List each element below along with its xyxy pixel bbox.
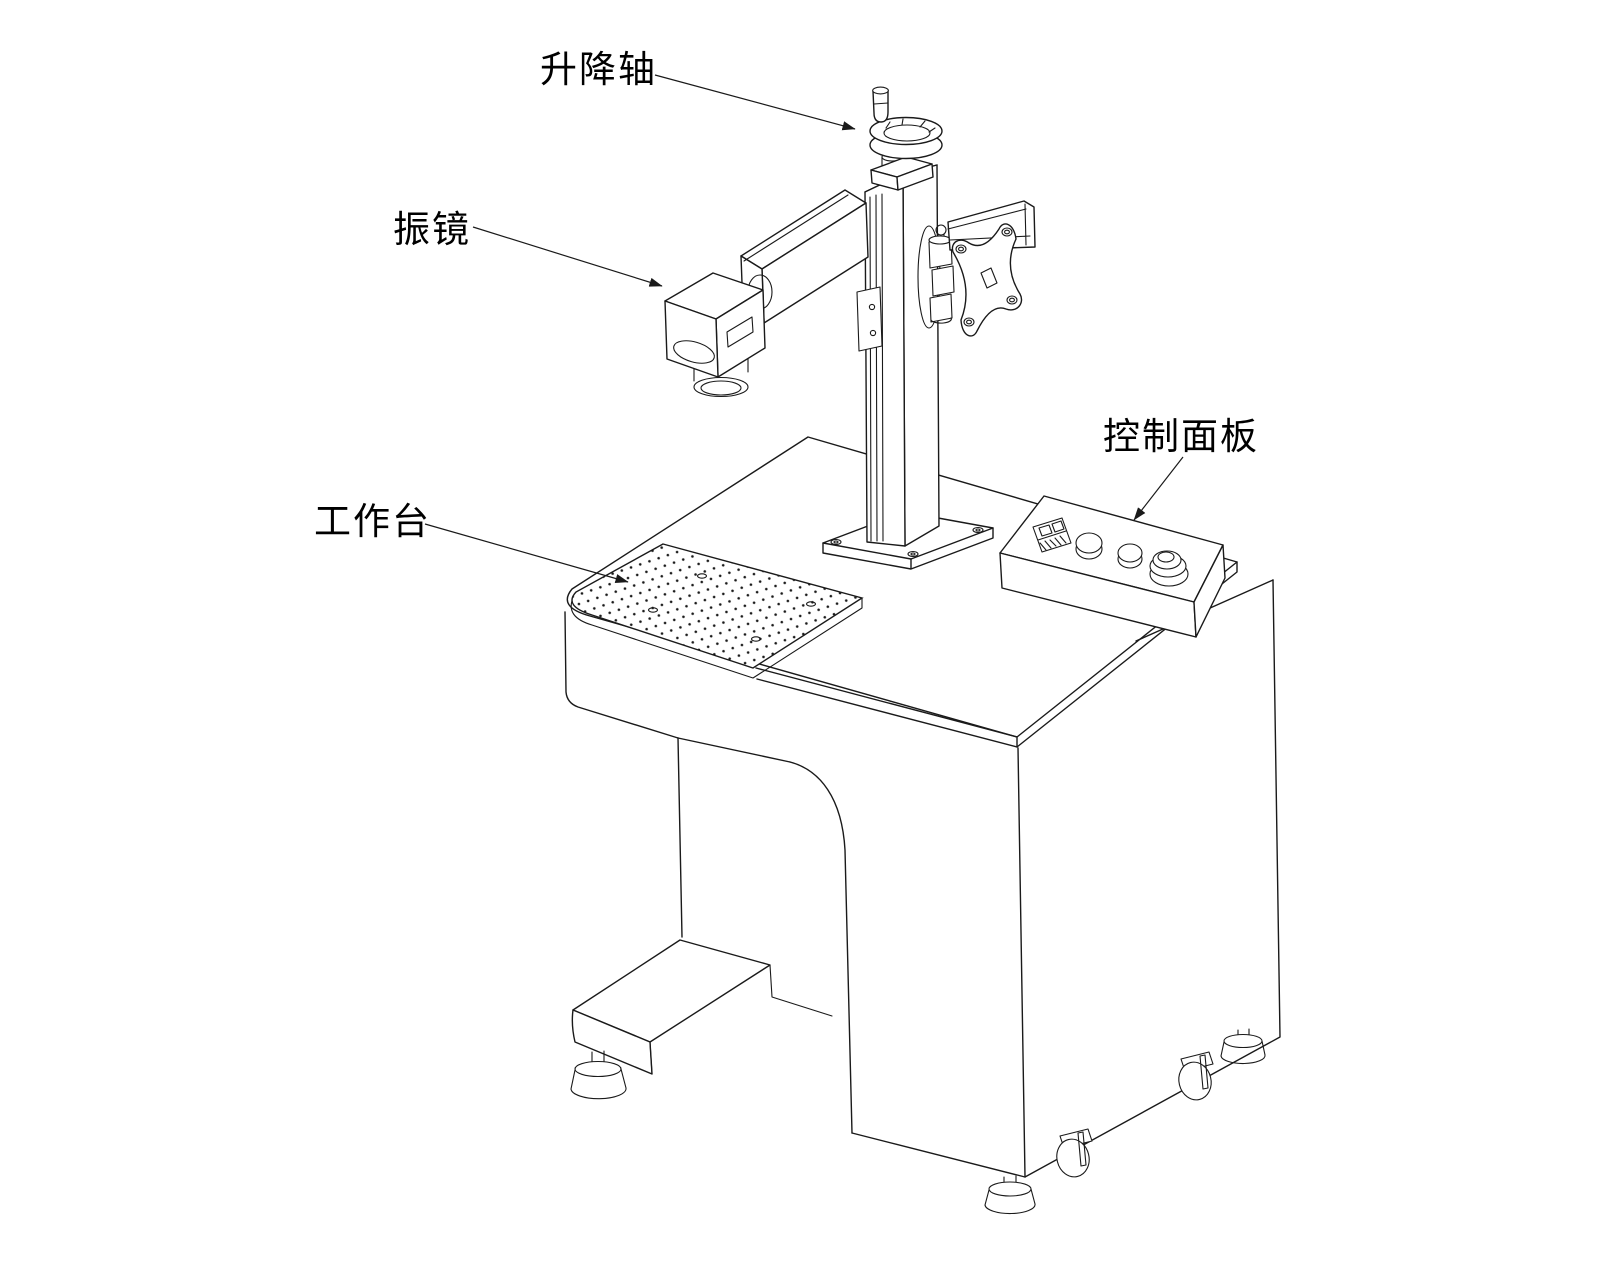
worktable-plate — [570, 543, 864, 679]
leader-galvo — [472, 226, 663, 287]
label-galvo: 振镜 — [393, 209, 663, 287]
worktable-thickness — [570, 597, 863, 679]
caster-right — [1178, 1051, 1214, 1101]
panel-right-face — [1193, 544, 1226, 638]
power-switch — [1032, 517, 1072, 553]
column-right-face — [902, 164, 940, 547]
panel-button-1 — [1075, 532, 1103, 560]
emergency-stop-button — [1149, 550, 1189, 587]
lens-barrel — [693, 376, 749, 398]
tabletop-surface — [566, 436, 1238, 738]
worktable-top — [571, 543, 864, 669]
label-lifting-axis-text: 升降轴 — [540, 49, 657, 91]
galvo-side-slot — [726, 316, 754, 348]
leader-lifting-axis — [654, 74, 856, 131]
galvo-lens-window — [673, 340, 715, 364]
vesa-center-hole — [980, 267, 998, 289]
label-lifting-axis: 升降轴 — [540, 49, 856, 131]
leveling-foot-right — [1220, 1028, 1266, 1065]
rail-slider — [856, 286, 883, 352]
label-control-panel-text: 控制面板 — [1103, 416, 1259, 458]
galvo-front-face — [664, 300, 719, 378]
label-galvo-text: 振镜 — [393, 209, 471, 251]
control-panel — [999, 495, 1226, 638]
label-control-panel: 控制面板 — [1103, 416, 1259, 521]
lifting-column — [856, 164, 940, 547]
label-worktable-text: 工作台 — [314, 501, 431, 543]
hinge-screw — [935, 224, 947, 236]
cabinet-apron — [564, 611, 679, 739]
leader-worktable — [424, 523, 629, 583]
leveling-foot-left — [570, 1050, 627, 1100]
galvo-scan-head — [664, 272, 766, 398]
panel-button-2 — [1117, 543, 1143, 569]
label-worktable: 工作台 — [314, 501, 629, 583]
leveling-foot-front — [984, 1175, 1036, 1215]
leveling-feet-and-casters — [570, 1028, 1266, 1215]
leader-control-panel — [1133, 456, 1184, 521]
lifting-axis-handwheel — [869, 86, 943, 191]
caster-front — [1056, 1128, 1093, 1178]
monitor-mount — [917, 200, 1036, 337]
vesa-plate — [951, 223, 1023, 337]
cabinet-right-face — [1017, 579, 1281, 1178]
handwheel-dish — [883, 124, 931, 142]
handwheel-handle — [872, 89, 889, 123]
cabinet-arch — [789, 761, 853, 1134]
cabinet — [564, 436, 1281, 1178]
annotations: 升降轴 振镜 控制面板 工作台 — [314, 49, 1259, 583]
guide-rail — [869, 193, 884, 542]
